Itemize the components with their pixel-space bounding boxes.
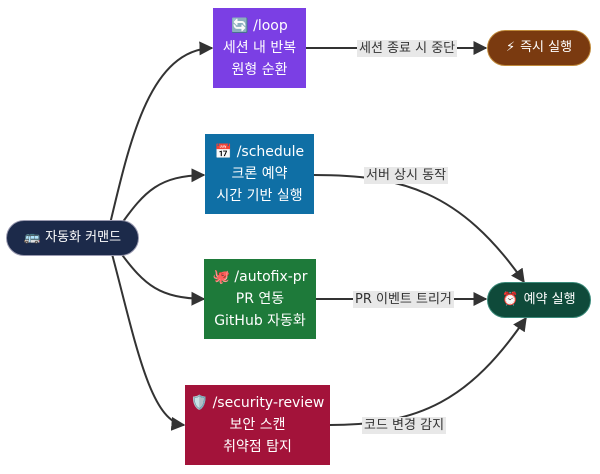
edge-root-security: [111, 253, 186, 431]
schedule-node: 📅 /schedule 크론 예약 시간 기반 실행: [205, 134, 314, 214]
loop-line1: 세션 내 반복: [222, 40, 297, 56]
automation-commands-node: 🚌 자동화 커맨드: [6, 220, 139, 256]
lightning-icon: ⚡: [505, 40, 516, 55]
security-line1: 보안 스캔: [229, 417, 286, 433]
immediate-run-node: ⚡ 즉시 실행: [487, 30, 591, 66]
edge-label-schedule-reserved: 서버 상시 동작: [364, 167, 449, 184]
edge-root-schedule: [119, 168, 206, 227]
immediate-run-label: 즉시 실행: [520, 40, 573, 55]
loop-line2: 원형 순환: [231, 62, 288, 78]
edge-root-autofix: [119, 251, 206, 306]
schedule-line2: 시간 기반 실행: [216, 188, 303, 204]
security-line2: 취약점 탐지: [223, 439, 292, 455]
schedule-title: 📅 /schedule: [214, 144, 305, 160]
security-review-node: 🛡️ /security-review 보안 스캔 취약점 탐지: [185, 385, 330, 465]
edge-schedule-reserved: [313, 174, 525, 284]
reserved-run-label: 예약 실행: [523, 292, 576, 307]
autofix-line1: PR 연동: [235, 291, 285, 307]
autofix-pr-node: 🐙 /autofix-pr PR 연동 GitHub 자동화: [204, 259, 316, 339]
schedule-line1: 크론 예약: [231, 166, 288, 182]
edge-security-reserved: [329, 316, 527, 426]
loop-title: 🔄 /loop: [231, 18, 288, 34]
alarm-clock-icon: ⏰: [502, 292, 519, 307]
reserved-run-node: ⏰ 예약 실행: [487, 282, 591, 318]
edge-label-autofix-reserved: PR 이벤트 트리거: [353, 291, 454, 308]
edge-root-loop: [109, 41, 214, 225]
automation-commands-label: 자동화 커맨드: [45, 230, 122, 245]
bus-icon: 🚌: [23, 230, 41, 245]
edge-label-loop-immediate: 세션 종료 시 중단: [357, 40, 458, 57]
autofix-line2: GitHub 자동화: [214, 313, 306, 329]
edge-label-security-reserved: 코드 변경 감지: [362, 417, 447, 434]
loop-node: 🔄 /loop 세션 내 반복 원형 순환: [213, 8, 306, 88]
security-title: 🛡️ /security-review: [190, 395, 325, 411]
autofix-title: 🐙 /autofix-pr: [212, 269, 308, 285]
